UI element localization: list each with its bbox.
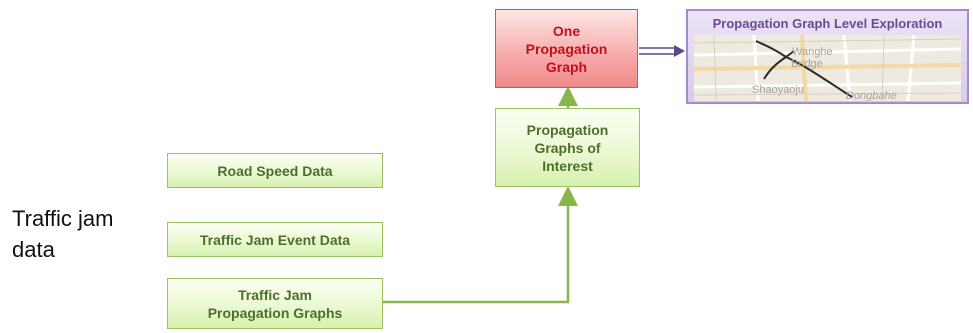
map-label-shaoyaoju: Shaoyaoju [752, 84, 804, 96]
graphs-interest-line1: Propagation [526, 121, 609, 138]
propagation-graphs-of-interest-box: Propagation Graphs of Interest [495, 108, 640, 187]
graphs-interest-line3: Interest [542, 157, 593, 174]
one-propagation-graph-box: One Propagation Graph [495, 9, 638, 88]
jam-propagation-line1: Traffic Jam [238, 286, 312, 303]
jam-propagation-line2: Propagation Graphs [207, 304, 343, 321]
graphs-interest-line2: Graphs of [534, 139, 601, 156]
map-label-bridge: Bridge [791, 58, 823, 70]
traffic-jam-data-label: Traffic jam data [12, 203, 152, 265]
traffic-jam-event-data-box: Traffic Jam Event Data [167, 222, 383, 257]
double-arrow-to-exploration [639, 45, 685, 57]
map-thumbnail: Wanghe Bridge Shaoyaoju Dongbahe [694, 35, 961, 101]
side-label-line2: data [12, 237, 55, 262]
road-speed-data-box: Road Speed Data [167, 153, 383, 188]
map-major-roads [694, 35, 961, 101]
map-labels: Wanghe Bridge Shaoyaoju Dongbahe [752, 46, 897, 101]
connector-jam-to-interest [382, 186, 578, 304]
road-speed-data-label: Road Speed Data [217, 162, 333, 179]
side-label-line1: Traffic jam [12, 206, 114, 231]
one-graph-line1: One [552, 22, 581, 39]
traffic-jam-event-data-label: Traffic Jam Event Data [199, 231, 351, 248]
map-minor-roads [694, 35, 961, 101]
one-graph-line3: Graph [545, 58, 588, 75]
exploration-panel-title: Propagation Graph Level Exploration [712, 16, 943, 31]
traffic-jam-propagation-graphs-box: Traffic Jam Propagation Graphs [167, 278, 383, 329]
map-label-wanghe: Wanghe [792, 46, 833, 58]
one-graph-line2: Propagation [525, 40, 608, 57]
propagation-graph-exploration-panel: Propagation Graph Level Exploration [686, 9, 969, 104]
propagation-graph-path [755, 40, 853, 98]
map-streets [694, 35, 961, 101]
map-label-dongbahe: Dongbahe [846, 90, 897, 101]
